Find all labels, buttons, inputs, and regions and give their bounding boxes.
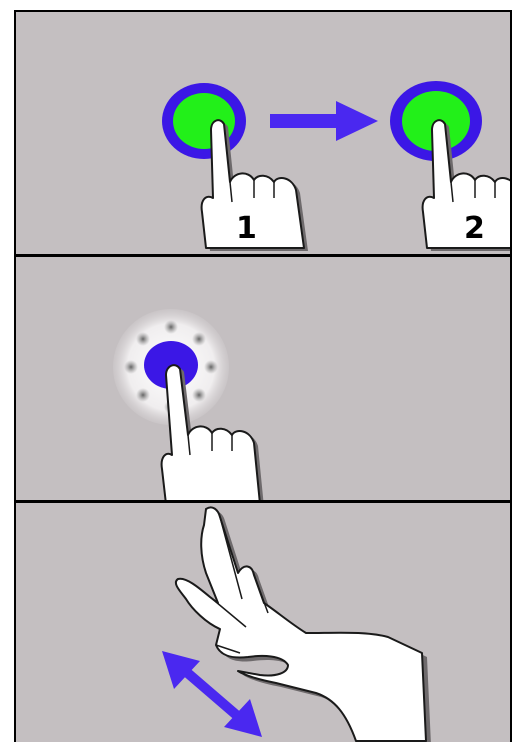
touch-and-hold-panel — [14, 255, 512, 502]
double-tap-panel: 1 2 — [14, 10, 512, 256]
double-tap-illustration: 1 2 — [16, 12, 512, 256]
touch-and-hold-illustration — [16, 257, 512, 502]
tap-circle-icon — [162, 83, 246, 159]
double-arrow-icon — [162, 651, 262, 737]
pinch-zoom-illustration — [16, 503, 512, 742]
arrow-right-icon — [270, 101, 378, 141]
pinch-zoom-panel — [14, 501, 512, 742]
step-label-1: 1 — [236, 211, 257, 246]
step-label-2: 2 — [464, 211, 485, 246]
pinch-hand-icon — [176, 507, 431, 742]
hand-pointer-icon: 1 — [202, 120, 308, 251]
